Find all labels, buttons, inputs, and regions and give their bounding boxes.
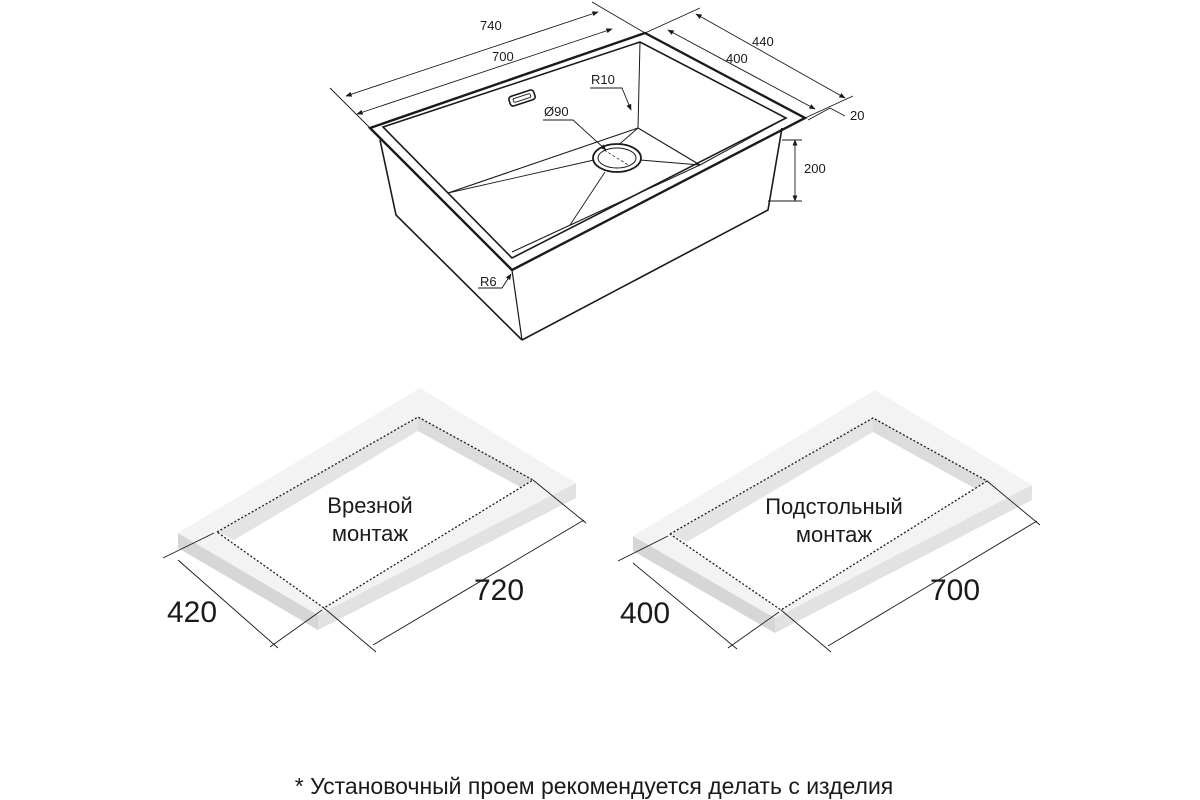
inset-label-line2: монтаж bbox=[332, 521, 409, 546]
ext-line bbox=[780, 609, 832, 653]
sink-wall-right bbox=[521, 127, 783, 341]
dim-r10-label: R10 bbox=[591, 72, 615, 87]
ext-line bbox=[804, 95, 854, 119]
drain-slope-line bbox=[447, 159, 595, 194]
overflow-slot bbox=[508, 89, 536, 107]
ext-line bbox=[617, 535, 669, 562]
undermount-length-label: 700 bbox=[930, 574, 980, 607]
leader-r10 bbox=[590, 87, 632, 111]
sink-inner-corner-right bbox=[699, 117, 787, 166]
slab-right-side bbox=[318, 483, 576, 630]
ext-line bbox=[329, 87, 371, 129]
drain-axis bbox=[603, 149, 631, 167]
dim-line-420 bbox=[177, 559, 279, 649]
dim-line-720 bbox=[372, 519, 585, 646]
ext-line bbox=[644, 7, 701, 34]
leader-r6 bbox=[478, 273, 512, 289]
dim-d90-label: Ø90 bbox=[544, 104, 569, 119]
sink-inner-corner-back bbox=[637, 41, 641, 129]
dim-line-20 bbox=[807, 107, 831, 121]
slab-right-side bbox=[775, 485, 1032, 633]
dim-r6-label: R6 bbox=[480, 274, 497, 289]
drain-slope-line bbox=[569, 171, 606, 226]
footnote-text: * Установочный проем рекомендуется делат… bbox=[295, 773, 894, 799]
ext-line bbox=[532, 479, 587, 524]
cutout-inset bbox=[162, 388, 587, 653]
leader-d90 bbox=[543, 119, 607, 151]
ext-line bbox=[727, 611, 780, 649]
inset-length-label: 720 bbox=[474, 574, 524, 607]
undermount-label-line2: монтаж bbox=[796, 522, 873, 547]
sink-rim-inner bbox=[381, 41, 788, 259]
dim-line-400 bbox=[667, 29, 816, 110]
sink-wall-front-edge bbox=[511, 269, 523, 341]
dim-line-400 bbox=[632, 562, 738, 650]
slab-front-side bbox=[178, 533, 318, 630]
slab-front-side bbox=[633, 536, 775, 633]
dim-20-label: 20 bbox=[850, 108, 864, 123]
dim-line-700 bbox=[356, 28, 613, 115]
sink-drawing bbox=[367, 31, 808, 341]
dim-200-label: 200 bbox=[804, 161, 826, 176]
dim-440-label: 440 bbox=[752, 34, 774, 49]
sink-inner-corner-left bbox=[382, 126, 449, 194]
ext-line bbox=[269, 609, 323, 648]
dim-400-label: 400 bbox=[726, 51, 748, 66]
inset-label-line1: Врезной bbox=[327, 493, 412, 518]
cutout-undermount bbox=[617, 390, 1041, 653]
slab-frame-top bbox=[178, 388, 576, 615]
slab-inner-bevel-left bbox=[418, 417, 533, 487]
dim-line-740 bbox=[345, 11, 599, 97]
ext-line bbox=[986, 480, 1041, 526]
slab-frame-top bbox=[633, 390, 1032, 618]
slab-inner-bevel-back bbox=[671, 418, 873, 542]
undermount-label-line1: Подстольный bbox=[765, 494, 903, 519]
sink-wall-left bbox=[379, 139, 523, 341]
dim-line-700 bbox=[827, 520, 1038, 647]
dim-700-label: 700 bbox=[492, 49, 514, 64]
inset-width-label: 420 bbox=[167, 596, 217, 629]
ext-line bbox=[323, 607, 377, 653]
slab-inner-bevel-left bbox=[873, 418, 987, 488]
slab-inner-bevel-back bbox=[218, 417, 418, 540]
drain-inner bbox=[597, 147, 637, 169]
dim-line-20-ext bbox=[829, 107, 846, 117]
dim-740-label: 740 bbox=[480, 18, 502, 33]
sink-dimensions bbox=[329, 1, 854, 289]
drain-slope-line bbox=[639, 159, 701, 166]
ext-line bbox=[591, 1, 646, 34]
sink-bowl-bottom bbox=[447, 127, 702, 253]
ext-line bbox=[162, 532, 215, 559]
undermount-width-label: 400 bbox=[620, 597, 670, 630]
